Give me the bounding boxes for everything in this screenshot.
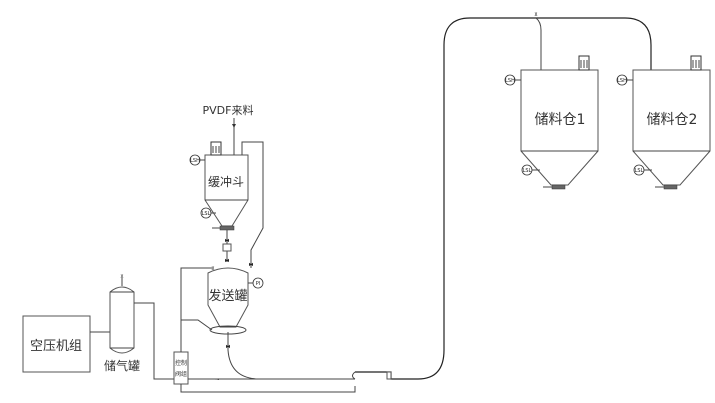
silo-2-label: 储料仓2	[647, 112, 698, 128]
silo-1-label: 储料仓1	[535, 112, 586, 128]
silo-2-lsh-tag: LSH	[617, 78, 627, 84]
silo-1	[520, 69, 599, 190]
feed-inlet-label: PVDF来料	[203, 103, 254, 117]
silo-1-lsh-tag: LSH	[505, 78, 515, 84]
butterfly-valve-icon-3: ⧓	[249, 262, 254, 268]
pipe-air-top	[180, 267, 212, 352]
pipe-air-bypass	[180, 384, 356, 393]
send-tank-pi-tag: PI	[256, 281, 261, 287]
pipe-tank-to-valve-group	[134, 302, 178, 380]
butterfly-valve-icon-2: ⧓	[225, 258, 230, 264]
silo-1-lsl-tag: LSL	[523, 168, 532, 174]
pipe-conveying-main	[355, 17, 652, 380]
diverter-valve-icon: ⊻	[534, 12, 538, 18]
send-tank-vent-icon: ⊻	[211, 266, 215, 272]
compressor-box	[22, 315, 91, 373]
buffer-lsl-tag: LSL	[202, 211, 211, 217]
pipe-discharge	[227, 349, 259, 380]
air-tank: ⊻	[109, 274, 135, 354]
buffer-lsh-tag: LSH	[190, 158, 200, 164]
pipe-vent-balance	[241, 141, 264, 268]
check-valve-icon: ⊸	[215, 377, 219, 383]
control-valve-group-label-2: 阀组	[175, 370, 187, 378]
pipe-branch-silo1	[535, 17, 542, 70]
vent-valve-icon: ⊻	[120, 274, 124, 280]
air-tank-label: 储气罐	[104, 358, 140, 373]
control-valve-group-box	[173, 351, 189, 385]
buffer-hopper-label: 缓冲斗	[208, 174, 244, 189]
pipe-air-fluidize	[181, 319, 213, 331]
compressor-label: 空压机组	[30, 339, 82, 354]
send-tank-label: 发送罐	[208, 288, 247, 304]
conveying-booster-icon	[386, 371, 392, 380]
silo-2	[632, 69, 711, 190]
buffer-hopper	[204, 154, 249, 231]
feed-arrow-icon	[232, 124, 236, 128]
send-tank	[207, 267, 249, 335]
silo-2-lsl-tag: LSL	[635, 168, 644, 174]
control-valve-group-label-1: 控制	[175, 359, 187, 367]
expansion-joint-icon	[222, 243, 232, 252]
butterfly-valve-icon-1: ⧓	[225, 238, 230, 244]
discharge-valve-icon: ⧓	[226, 344, 231, 350]
